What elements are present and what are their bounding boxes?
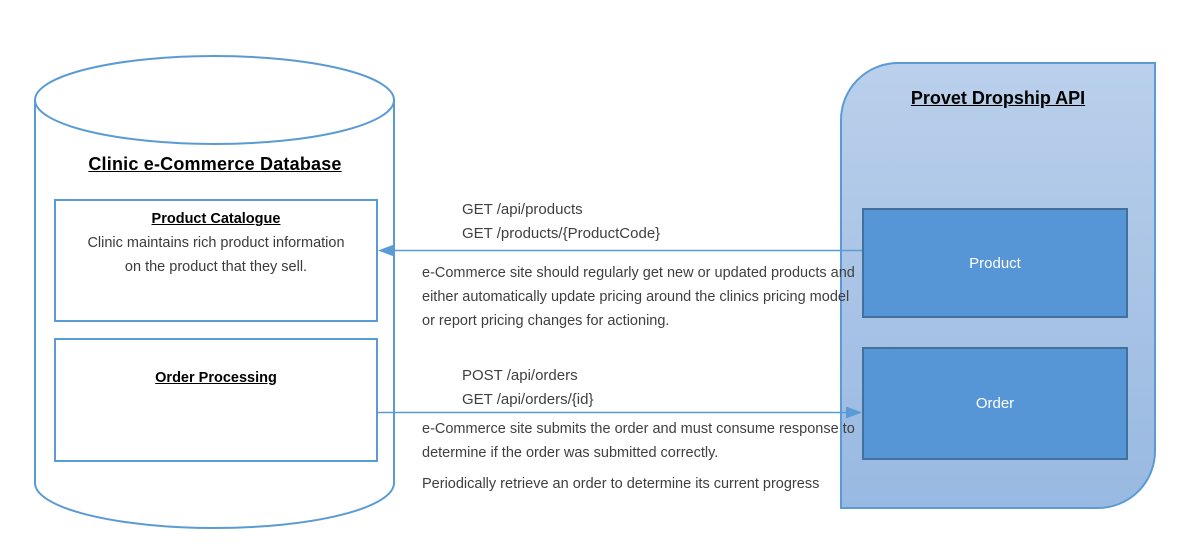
api-product-box: Product	[862, 208, 1128, 318]
product-catalogue-title: Product Catalogue	[151, 211, 281, 227]
product-catalogue-box: Product Catalogue Clinic maintains rich …	[54, 199, 378, 322]
product-catalogue-description: Clinic maintains rich product informatio…	[87, 235, 345, 275]
order-processing-title: Order Processing	[155, 370, 277, 386]
order-processing-box: Order Processing	[54, 338, 378, 462]
products-endpoint-2: GET /products/{ProductCode}	[462, 225, 661, 242]
orders-endpoint-2: GET /api/orders/{id}	[462, 391, 594, 408]
database-cylinder-top	[34, 55, 395, 145]
orders-endpoint-1: POST /api/orders	[462, 367, 578, 384]
products-flow-description: e-Commerce site should regularly get new…	[422, 265, 855, 329]
api-order-box: Order	[862, 347, 1128, 460]
orders-flow-description: e-Commerce site submits the order and mu…	[422, 421, 855, 461]
products-flow-arrow	[378, 244, 862, 257]
products-endpoints: GET /api/products GET /products/{Product…	[462, 198, 660, 246]
orders-flow-note: Periodically retrieve an order to determ…	[422, 476, 820, 492]
database-title: Clinic e-Commerce Database	[88, 154, 342, 174]
orders-endpoints: POST /api/orders GET /api/orders/{id}	[462, 364, 593, 412]
api-title: Provet Dropship API	[910, 88, 1086, 108]
products-endpoint-1: GET /api/products	[462, 201, 583, 218]
